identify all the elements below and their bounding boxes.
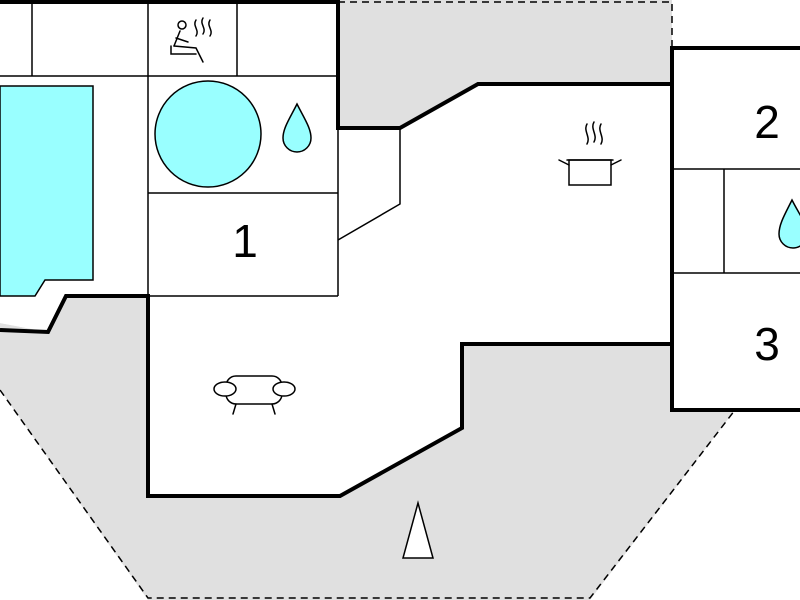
sauna-icon bbox=[170, 17, 212, 63]
sofa-icon bbox=[213, 375, 296, 415]
outdoor-area-north bbox=[338, 0, 672, 128]
swimming-pool bbox=[0, 85, 94, 297]
hot-tub-icon bbox=[154, 80, 262, 188]
cooking-pot-icon bbox=[558, 121, 622, 186]
pool-area bbox=[0, 76, 148, 332]
outdoor-area-south bbox=[0, 296, 735, 600]
interior-walls bbox=[0, 0, 800, 297]
room-label-2: 2 bbox=[754, 96, 780, 148]
room-label-1: 1 bbox=[232, 215, 258, 267]
north-arrow-icon bbox=[402, 500, 434, 559]
water-drop-icon bbox=[282, 102, 312, 153]
water-drop-icon bbox=[778, 198, 800, 249]
room-label-3: 3 bbox=[754, 318, 780, 370]
exterior-walls bbox=[0, 0, 800, 498]
